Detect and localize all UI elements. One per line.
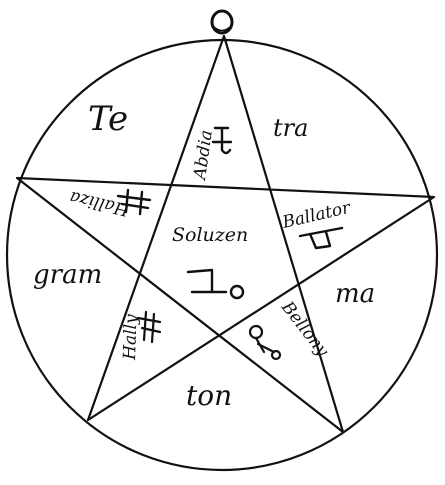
sigil-center-icon: [186, 268, 245, 300]
word-ma: ma: [335, 279, 375, 309]
pentagram-star: [15, 34, 436, 434]
name-abdia: Abdia: [190, 129, 217, 183]
sigil-lower-right-icon: [248, 324, 282, 361]
name-hally: Hally: [120, 314, 142, 362]
sigil-left-icon: [116, 188, 152, 216]
suspension-ring: [210, 9, 234, 35]
sigil-top-icon: [211, 126, 233, 155]
word-ton: ton: [186, 379, 232, 412]
name-soluzen: Soluzen: [172, 224, 248, 246]
sigil-right-icon: [298, 226, 344, 250]
word-gram: gram: [33, 260, 102, 290]
word-te: Te: [88, 99, 128, 139]
sigil-lower-left-icon: [136, 310, 162, 344]
ring-shadow: [213, 26, 231, 32]
word-tra: tra: [273, 114, 308, 142]
